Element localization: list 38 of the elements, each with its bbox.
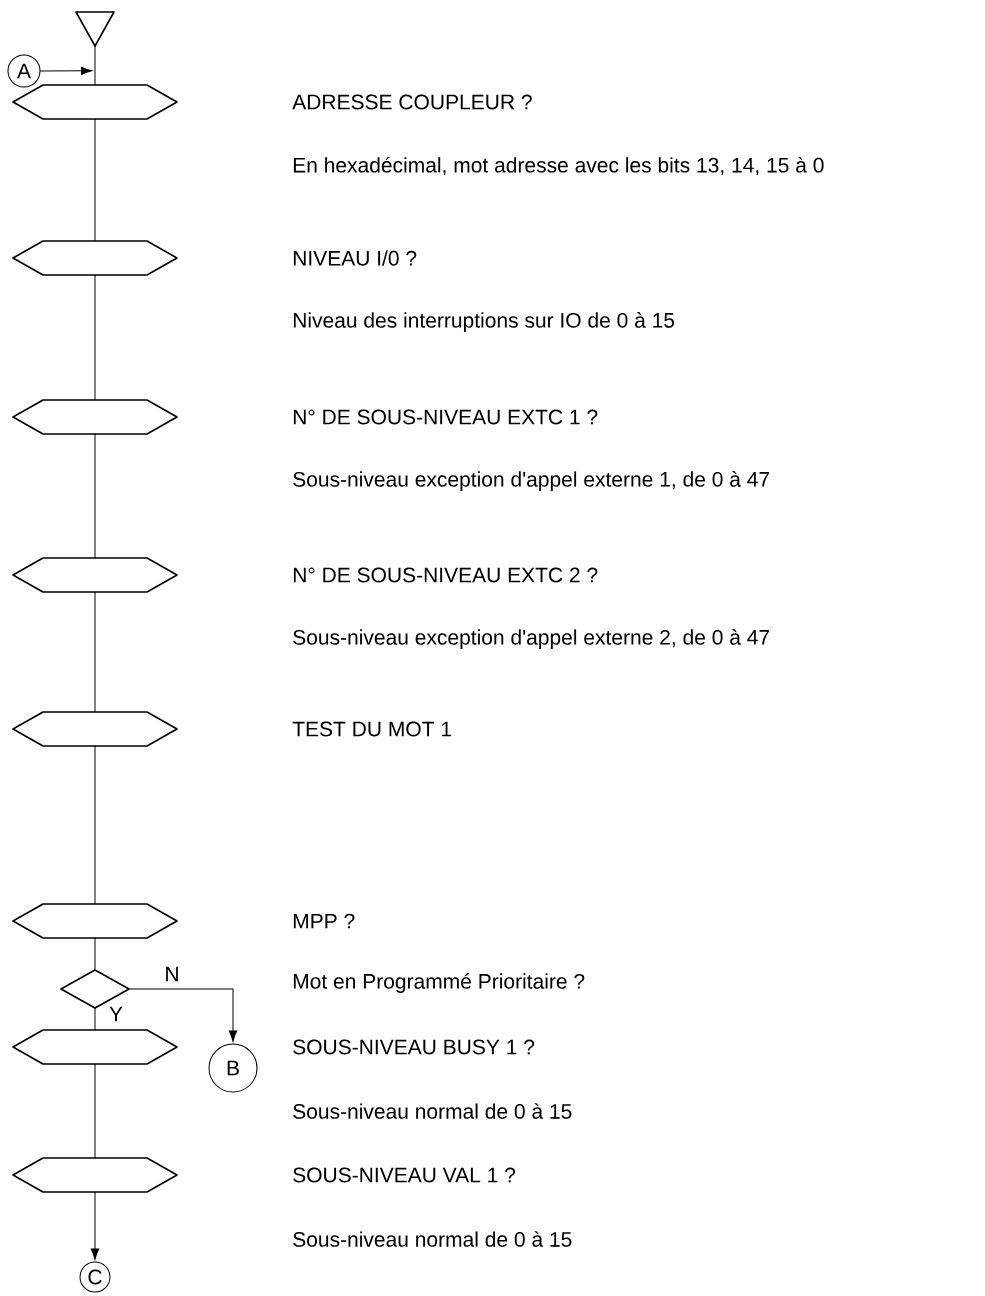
arrow [128, 988, 238, 1042]
label-text: Mot en Programmé Prioritaire ? [293, 973, 585, 993]
label-text: MPP ? [293, 913, 355, 929]
description-text: Sous-niveau normal de 0 à 15 [293, 1231, 572, 1247]
connector-line [94, 1007, 96, 1031]
description-text: Sous-niveau normal de 0 à 15 [293, 1103, 572, 1119]
hexagon-box [12, 557, 178, 593]
connector-line [94, 1063, 96, 1159]
hexagon-box [12, 711, 178, 747]
prompt-text: SOUS-NIVEAU VAL 1 ? [293, 1167, 516, 1183]
hexagon-box [12, 240, 178, 276]
connector-line [94, 118, 96, 242]
prompt-text: N° DE SOUS-NIVEAU EXTC 1 ? [293, 409, 598, 425]
prompt-text: N° DE SOUS-NIVEAU EXTC 2 ? [293, 567, 598, 583]
hexagon-box [12, 903, 178, 939]
description-text: En hexadécimal, mot adresse avec les bits 13, 14, 15 à 0 [293, 156, 824, 176]
hexagon-box [12, 1157, 178, 1193]
hexagon-box [12, 84, 178, 120]
start-triangle [75, 11, 115, 47]
arrow [40, 66, 93, 75]
connector-line [94, 937, 96, 971]
description-text: Niveau des interruptions sur IO de 0 à 15 [293, 312, 675, 332]
description-text: Sous-niveau exception d'appel externe 1, de 0 à 47 [293, 471, 770, 491]
hexagon-box [12, 1029, 178, 1065]
hexagon-box [12, 399, 178, 435]
connector-line [94, 591, 96, 713]
connector-line [94, 274, 96, 401]
connector-line [94, 745, 96, 905]
prompt-text: SOUS-NIVEAU BUSY 1 ? [293, 1039, 535, 1055]
connector-line [94, 45, 96, 86]
edge-label: N [163, 965, 181, 983]
edge-label: Y [108, 1005, 124, 1023]
arrow [90, 1191, 100, 1260]
prompt-text: ADRESSE COUPLEUR ? [292, 94, 532, 110]
label-text: TEST DU MOT 1 [292, 721, 451, 737]
description-text: Sous-niveau exception d'appel externe 2, de 0 à 47 [293, 629, 770, 649]
connector-line [94, 433, 96, 559]
prompt-text: NIVEAU I/0 ? [293, 250, 417, 266]
